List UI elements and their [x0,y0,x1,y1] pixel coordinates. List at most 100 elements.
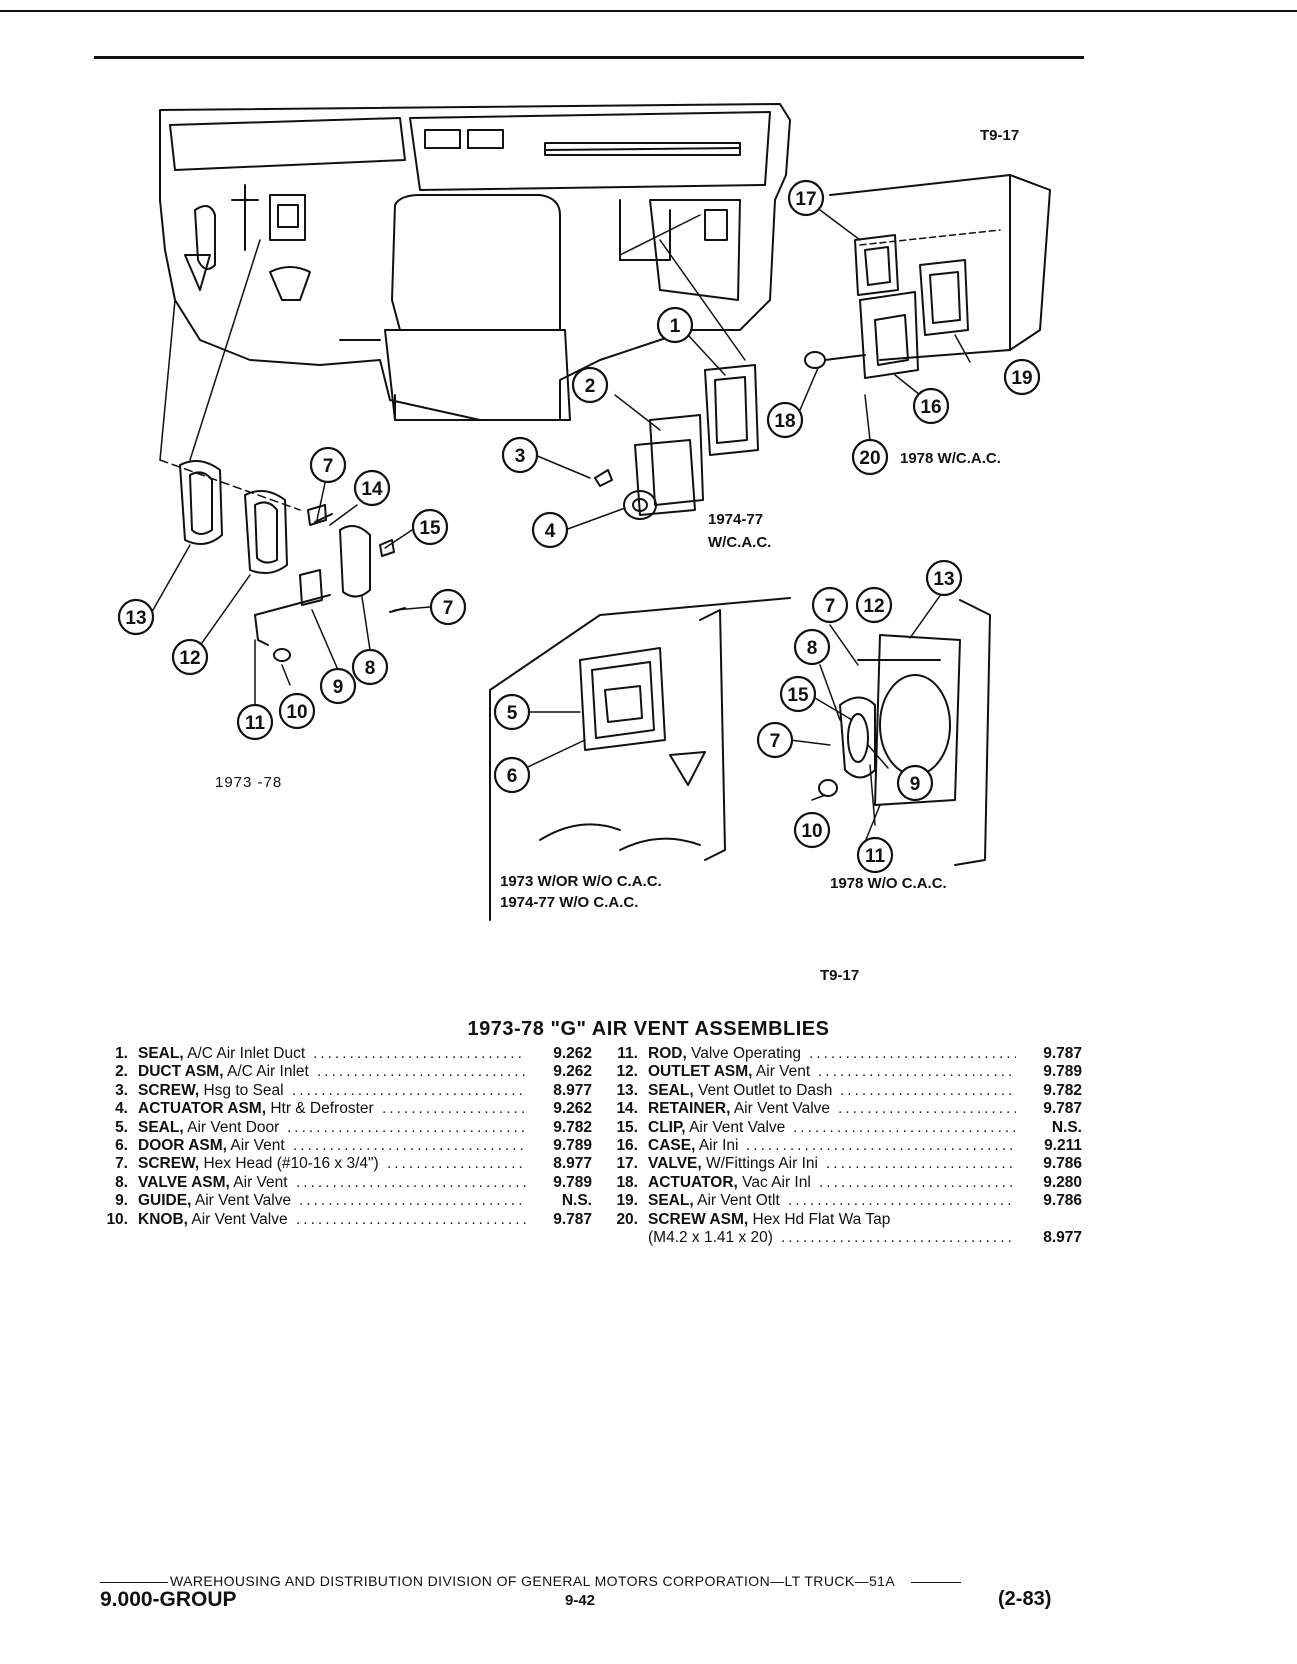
part-name-bold: SEAL, [138,1118,184,1136]
part-name: VALVE ASM, Air Vent [138,1174,288,1192]
part-name: ACTUATOR, Vac Air Inl [648,1174,811,1192]
leader-dots: ........................................… [746,1136,1016,1154]
part-group-code: 9.782 [1043,1081,1082,1099]
callout-14: 14 [361,479,383,500]
part-name-bold: RETAINER, [648,1100,731,1118]
callout-10-right: 10 [801,821,822,842]
part-group-code: 9.789 [553,1173,592,1191]
callout-7-left-lower: 7 [443,598,454,619]
part-name: SCREW, Hex Head (#10-16 x 3/4") [138,1155,379,1173]
footer-group: 9.000-GROUP [100,1588,237,1611]
part-group-code: 9.786 [1043,1192,1082,1210]
callout-19: 19 [1011,368,1032,389]
part-group-code: 9.782 [553,1118,592,1136]
caption-1978-cac: 1978 W/C.A.C. [900,450,1001,467]
part-description: Valve Operating [686,1045,802,1062]
callout-13-right: 13 [933,569,954,590]
part-description: Air Vent Valve [187,1210,288,1228]
parts-list-row: 7.SCREW, Hex Head (#10-16 x 3/4")8.977..… [92,1155,652,1173]
part-name-bold: DOOR ASM, [138,1136,227,1154]
callout-11-left: 11 [245,713,266,734]
air-inlet-duct-assembly-1974-77 [594,364,759,520]
callout-17: 17 [795,189,816,210]
figure-code-bottom: T9-17 [820,967,859,984]
part-name-bold: KNOB, [138,1210,188,1228]
exploded-parts-illustration: 17 19 16 18 20 1 2 3 4 5 6 7 14 15 7 13 … [117,103,1051,984]
leader-dots: ........................................… [788,1192,1016,1210]
part-name-bold: ACTUATOR, [648,1173,738,1191]
parts-list-row: (M4.2 x 1.41 x 20)8.977.................… [602,1229,1090,1247]
callout-12-left: 12 [179,648,200,669]
callout-15-left: 15 [419,518,441,539]
part-name-bold: ACTUATOR ASM, [138,1100,267,1118]
part-group-code: 9.262 [553,1045,592,1062]
part-number: 2. [115,1063,128,1081]
part-name: SCREW ASM, Hex Hd Flat Wa Tap [648,1211,890,1229]
leader-dots: ........................................… [313,1045,526,1062]
part-name: CLIP, Air Vent Valve [648,1119,785,1137]
parts-list-title: 1973-78 "G" AIR VENT ASSEMBLIES [467,1018,830,1040]
part-group-code: 9.787 [553,1210,592,1228]
part-group-code: 9.211 [1044,1136,1082,1154]
part-number: 18. [616,1173,638,1191]
leader-dots: ........................................… [781,1228,1016,1246]
footer-date: (2-83) [998,1588,1052,1610]
callout-5: 5 [507,703,518,724]
part-description: Vac Air Inl [737,1173,811,1191]
header-rule [94,56,1084,59]
part-name-bold: SCREW ASM, [648,1210,749,1228]
part-description: Air Vent Valve [191,1192,292,1210]
part-description: Air Ini [695,1136,739,1154]
caption-1973-line2: 1974-77 W/O C.A.C. [500,894,638,911]
leader-dots: ........................................… [826,1155,1016,1173]
part-name-bold: SCREW, [138,1081,200,1099]
callout-4: 4 [545,521,556,542]
part-group-code: 8.977 [1043,1228,1082,1246]
leader-dots: ........................................… [317,1063,526,1081]
callout-20: 20 [859,448,880,469]
leader-dots: ........................................… [818,1063,1016,1081]
callout-leader-lines [148,209,971,843]
leader-dots: ........................................… [838,1100,1016,1118]
part-name-bold: CLIP, [648,1118,686,1136]
callout-16: 16 [920,397,941,418]
part-group-code: 9.787 [1043,1100,1082,1118]
callout-9-left: 9 [333,677,344,698]
part-name-bold: VALVE, [648,1155,702,1173]
footer-publisher-line: WAREHOUSING AND DISTRIBUTION DIVISION OF… [100,1573,962,1589]
part-name: SEAL, Vent Outlet to Dash [648,1082,832,1100]
part-number: 20. [616,1210,638,1228]
parts-list-row: 20. SCREW ASM, Hex Hd Flat Wa Tap [602,1211,1090,1229]
part-group-code: 8.977 [553,1155,592,1173]
caption-1974-77-cac-line2: W/C.A.C. [708,534,771,551]
part-number: 4. [115,1100,128,1118]
part-name-bold: SCREW, [138,1155,200,1173]
callout-10-left: 10 [286,702,307,723]
callout-circles [117,179,1041,874]
callout-15-right: 15 [787,685,809,706]
part-name: CASE, Air Ini [648,1137,738,1155]
figure-code-top: T9-17 [980,127,1019,144]
callout-1: 1 [670,316,681,337]
part-description: Air Vent [229,1173,288,1191]
part-description: Air Vent Door [183,1118,280,1136]
dashboard-drawing [159,103,791,461]
callout-7-right-upper: 7 [825,596,836,617]
footer-publisher: WAREHOUSING AND DISTRIBUTION DIVISION OF… [170,1573,896,1589]
leader-dots: ........................................… [293,1136,526,1154]
